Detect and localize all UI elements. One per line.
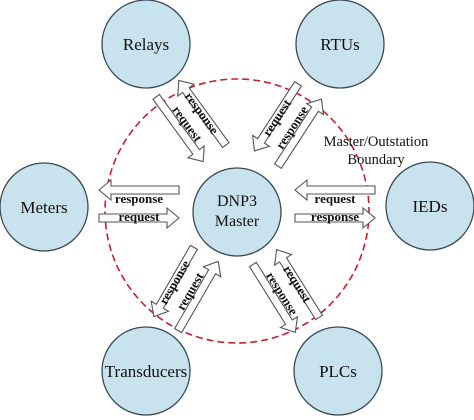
- transducers-node: Transducers: [101, 326, 191, 416]
- ieds-request-label: request: [315, 191, 357, 206]
- meters-request-label: request: [119, 209, 161, 224]
- rtus-node: RTUs: [295, 0, 385, 89]
- plcs-node: PLCs: [293, 326, 383, 416]
- master-label-line2: Master: [215, 213, 260, 230]
- ieds-node: IEDs: [385, 161, 474, 251]
- relays-link-arrows: response request: [147, 73, 235, 169]
- ieds-response-label: response: [311, 209, 359, 224]
- boundary-label-line2: Boundary: [347, 152, 405, 168]
- rtus-label: RTUs: [320, 35, 360, 54]
- dnp3-master-node: DNP3 Master: [192, 167, 282, 257]
- relays-node: Relays: [101, 0, 191, 89]
- meters-link-arrows: response request: [98, 179, 180, 229]
- ieds-link-arrows: request response: [294, 179, 376, 229]
- ieds-label: IEDs: [413, 197, 448, 216]
- meters-label: Meters: [20, 198, 67, 217]
- transducers-label: Transducers: [105, 362, 187, 381]
- relays-label: Relays: [123, 35, 169, 54]
- rtus-link-arrows: request response: [245, 77, 331, 173]
- plcs-link-arrows: request response: [243, 243, 329, 339]
- plcs-label: PLCs: [319, 362, 357, 381]
- meters-response-label: response: [115, 191, 163, 206]
- master-label-line1: DNP3: [217, 193, 257, 210]
- meters-node: Meters: [0, 162, 89, 252]
- master-outstation-boundary: [104, 78, 370, 344]
- transducers-link-arrows: response request: [144, 241, 228, 337]
- boundary-label-line1: Master/Outstation: [324, 134, 429, 150]
